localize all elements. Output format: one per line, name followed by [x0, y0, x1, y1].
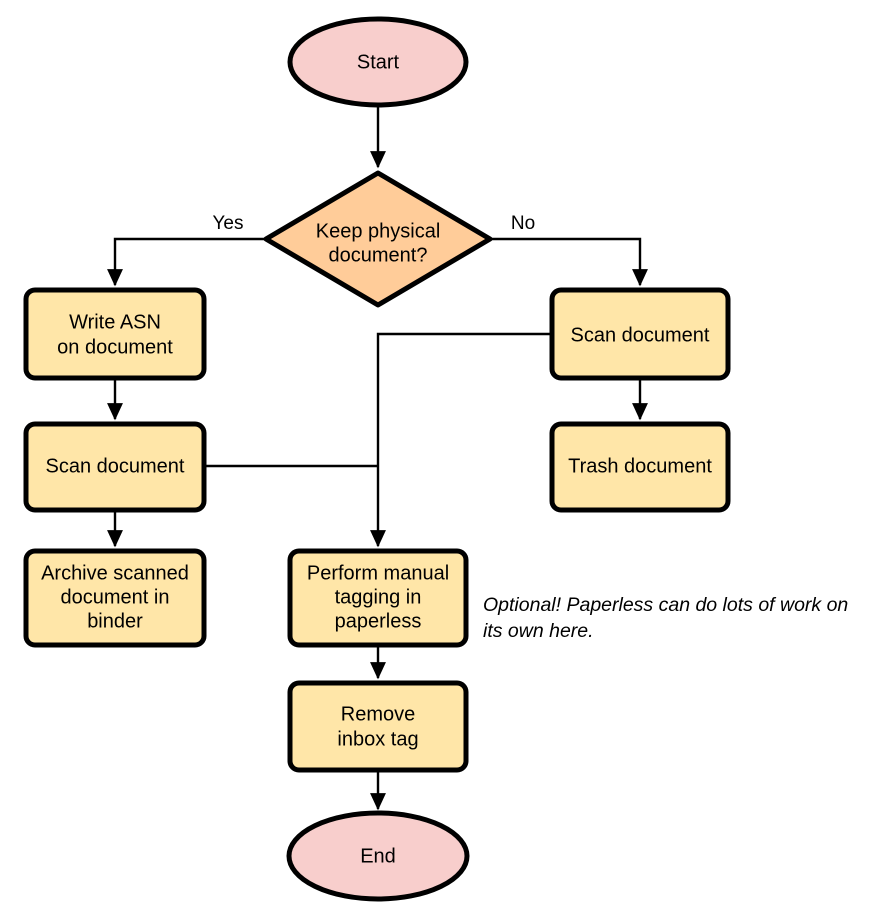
node-scan-document-left[interactable]: Scan document: [23, 421, 207, 513]
node-start[interactable]: Start: [287, 16, 469, 108]
edge-scan-right-to-tagging: [370, 332, 552, 548]
node-perform-manual-tagging[interactable]: Perform manual tagging in paperless: [287, 548, 469, 648]
remove-inbox-box-shape: [287, 680, 469, 773]
write-asn-box-shape: [23, 287, 207, 381]
tagging-label-line1: Perform manual: [307, 562, 449, 584]
node-write-asn-on-document[interactable]: Write ASN on document: [23, 287, 207, 381]
end-label: End: [360, 845, 396, 867]
annotation-line1: Optional! Paperless can do lots of work …: [483, 594, 848, 616]
edge-label-yes: Yes: [213, 213, 244, 234]
edge-labels-layer: Yes No: [213, 213, 536, 234]
edges-layer: [107, 105, 648, 811]
tagging-label-line3: paperless: [335, 610, 422, 632]
node-archive-scanned-document[interactable]: Archive scanned document in binder: [23, 548, 207, 648]
start-label: Start: [357, 51, 400, 73]
archive-label-line2: document in: [61, 586, 170, 608]
node-remove-inbox-tag[interactable]: Remove inbox tag: [287, 680, 469, 773]
decision-diamond-shape: [263, 170, 493, 308]
scan-right-label: Scan document: [571, 324, 710, 346]
annotation-line2: its own here.: [483, 620, 594, 642]
decision-label-line1: Keep physical: [316, 220, 441, 242]
edge-decision-yes-to-write-asn: [107, 237, 265, 287]
trash-label: Trash document: [568, 455, 712, 477]
archive-label-line3: binder: [87, 610, 143, 632]
archive-label-line1: Archive scanned: [41, 562, 189, 584]
node-trash-document[interactable]: Trash document: [549, 421, 731, 513]
scan-left-label: Scan document: [46, 455, 185, 477]
node-end[interactable]: End: [286, 810, 470, 902]
tagging-label-line2: tagging in: [335, 586, 422, 608]
annotation-optional-paperless: Optional! Paperless can do lots of work …: [483, 594, 848, 642]
tagging-box-shape: [287, 548, 469, 648]
trash-box-shape: [549, 421, 731, 513]
node-decision-keep-physical-document[interactable]: Keep physical document?: [263, 170, 493, 308]
edge-label-no: No: [511, 213, 535, 234]
write-asn-label-line2: on document: [57, 336, 173, 358]
decision-label-line2: document?: [329, 244, 428, 266]
start-ellipse-shape: [287, 16, 469, 108]
scan-left-box-shape: [23, 421, 207, 513]
scan-right-box-shape: [549, 287, 731, 381]
edge-decision-no-to-scan-right: [490, 237, 648, 287]
archive-box-shape: [23, 548, 207, 648]
remove-inbox-label-line1: Remove: [341, 703, 415, 725]
write-asn-label-line1: Write ASN: [69, 311, 161, 333]
end-ellipse-shape: [286, 810, 470, 902]
remove-inbox-label-line2: inbox tag: [337, 728, 418, 750]
node-scan-document-right[interactable]: Scan document: [549, 287, 731, 381]
